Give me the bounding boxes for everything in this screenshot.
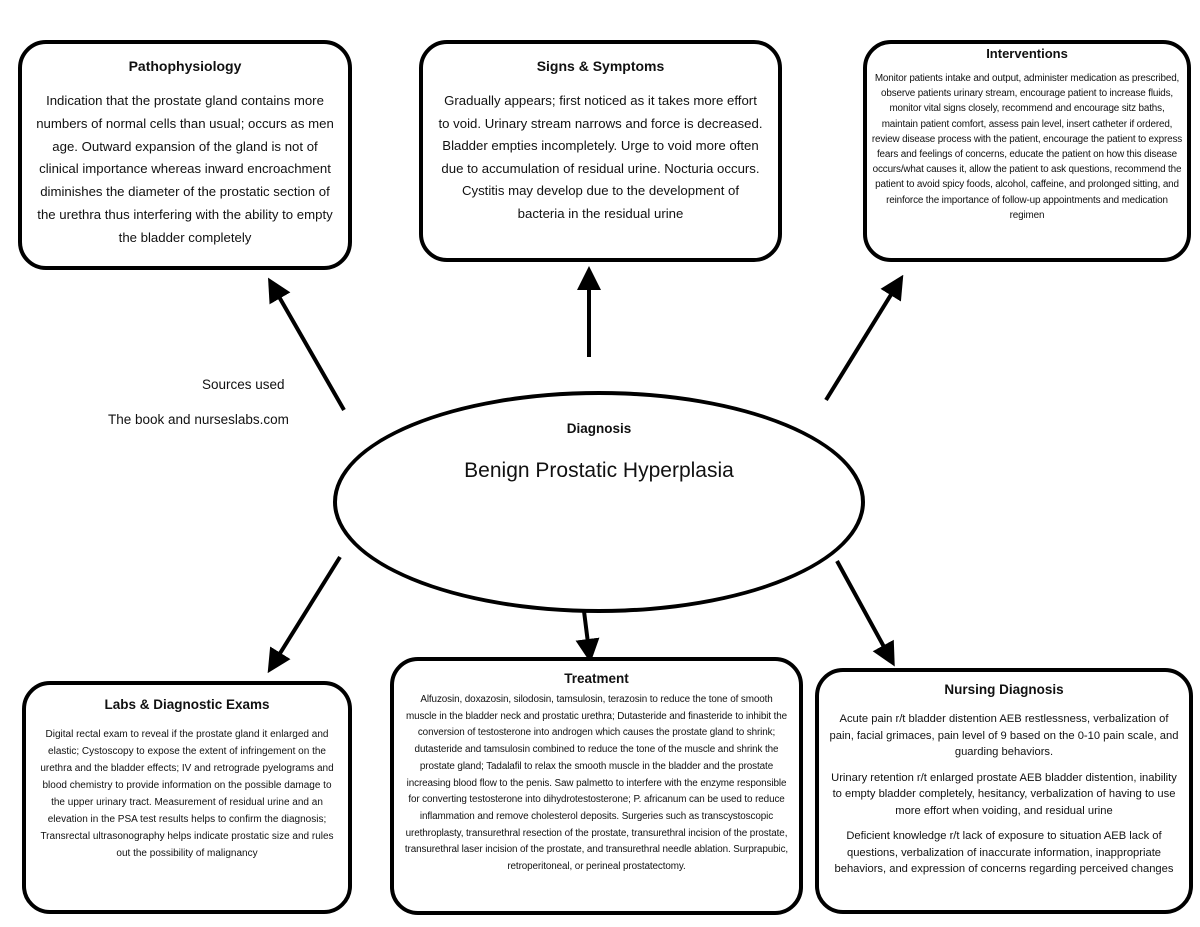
diagnosis-ellipse: Diagnosis Benign Prostatic Hyperplasia (333, 391, 865, 613)
nursing-diagnosis-item: Urinary retention r/t enlarged prostate … (831, 771, 1177, 817)
sources-label: Sources used (202, 377, 285, 392)
interventions-body: Monitor patients intake and output, admi… (871, 73, 1183, 221)
labs-title: Labs & Diagnostic Exams (104, 697, 270, 712)
nursing-diagnosis-box: Nursing Diagnosis Acute pain r/t bladder… (815, 668, 1193, 914)
signs-symptoms-box: Signs & Symptoms Gradually appears; firs… (419, 40, 782, 262)
signs-symptoms-body: Gradually appears; first noticed as it t… (438, 93, 763, 221)
signs-symptoms-title: Signs & Symptoms (536, 58, 665, 74)
labs-body: Digital rectal exam to reveal if the pro… (40, 729, 334, 859)
arrow-to-labs (267, 555, 342, 674)
sources-text: The book and nurseslabs.com (108, 412, 289, 427)
treatment-title: Treatment (564, 671, 629, 686)
pathophysiology-title: Pathophysiology (128, 58, 242, 74)
arrow-to-interventions (824, 274, 904, 402)
pathophysiology-box: Pathophysiology Indication that the pros… (18, 40, 352, 270)
arrow-to-pathophysiology (268, 277, 346, 411)
interventions-title: Interventions (986, 46, 1068, 61)
treatment-box: Treatment Alfuzosin, doxazosin, silodosi… (390, 657, 803, 915)
pathophysiology-body: Indication that the prostate gland conta… (36, 93, 334, 245)
diagnosis-title: Benign Prostatic Hyperplasia (464, 459, 734, 482)
nursing-diagnosis-title: Nursing Diagnosis (944, 682, 1064, 697)
treatment-body: Alfuzosin, doxazosin, silodosin, tamsulo… (404, 694, 789, 873)
interventions-box: Interventions Monitor patients intake an… (863, 40, 1191, 262)
diagnosis-label: Diagnosis (566, 421, 632, 436)
nursing-diagnosis-item: Deficient knowledge r/t lack of exposure… (834, 830, 1174, 875)
labs-box: Labs & Diagnostic Exams Digital rectal e… (22, 681, 352, 914)
nursing-diagnosis-item: Acute pain r/t bladder distention AEB re… (829, 713, 1179, 758)
arrow-to-treatment (575, 610, 600, 663)
arrow-to-nursing-diagnosis (835, 560, 895, 667)
